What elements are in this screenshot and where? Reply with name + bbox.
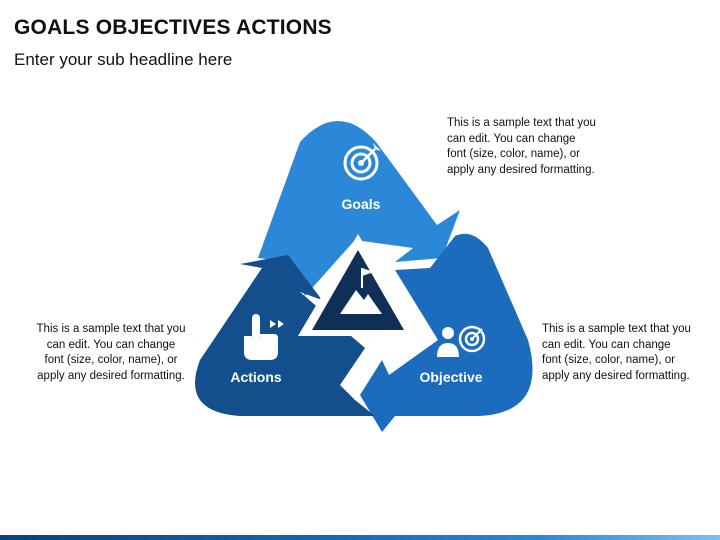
actions-label: Actions xyxy=(230,369,282,385)
objective-label: Objective xyxy=(419,369,482,385)
actions-segment[interactable] xyxy=(195,255,375,416)
note-actions: This is a sample text that you can edit.… xyxy=(36,323,186,382)
center-triangle xyxy=(298,234,418,336)
goals-arrow-shape xyxy=(258,121,460,296)
note-objective: This is a sample text that you can edit.… xyxy=(542,323,691,382)
actions-arrow-shape xyxy=(195,255,375,416)
center-triangle-fill xyxy=(312,250,404,330)
person-target-icon xyxy=(437,325,486,357)
mountain-flag-icon xyxy=(340,268,382,314)
hand-pointer-icon xyxy=(244,314,284,360)
footer-accent-bar xyxy=(0,535,720,540)
page-subtitle: Enter your sub headline here xyxy=(14,50,233,69)
note-goals: This is a sample text that you can edit.… xyxy=(447,117,596,176)
target-icon xyxy=(343,143,381,181)
page-title: GOALS OBJECTIVES ACTIONS xyxy=(14,16,332,39)
goals-label: Goals xyxy=(342,196,381,212)
goals-segment[interactable] xyxy=(258,121,460,296)
